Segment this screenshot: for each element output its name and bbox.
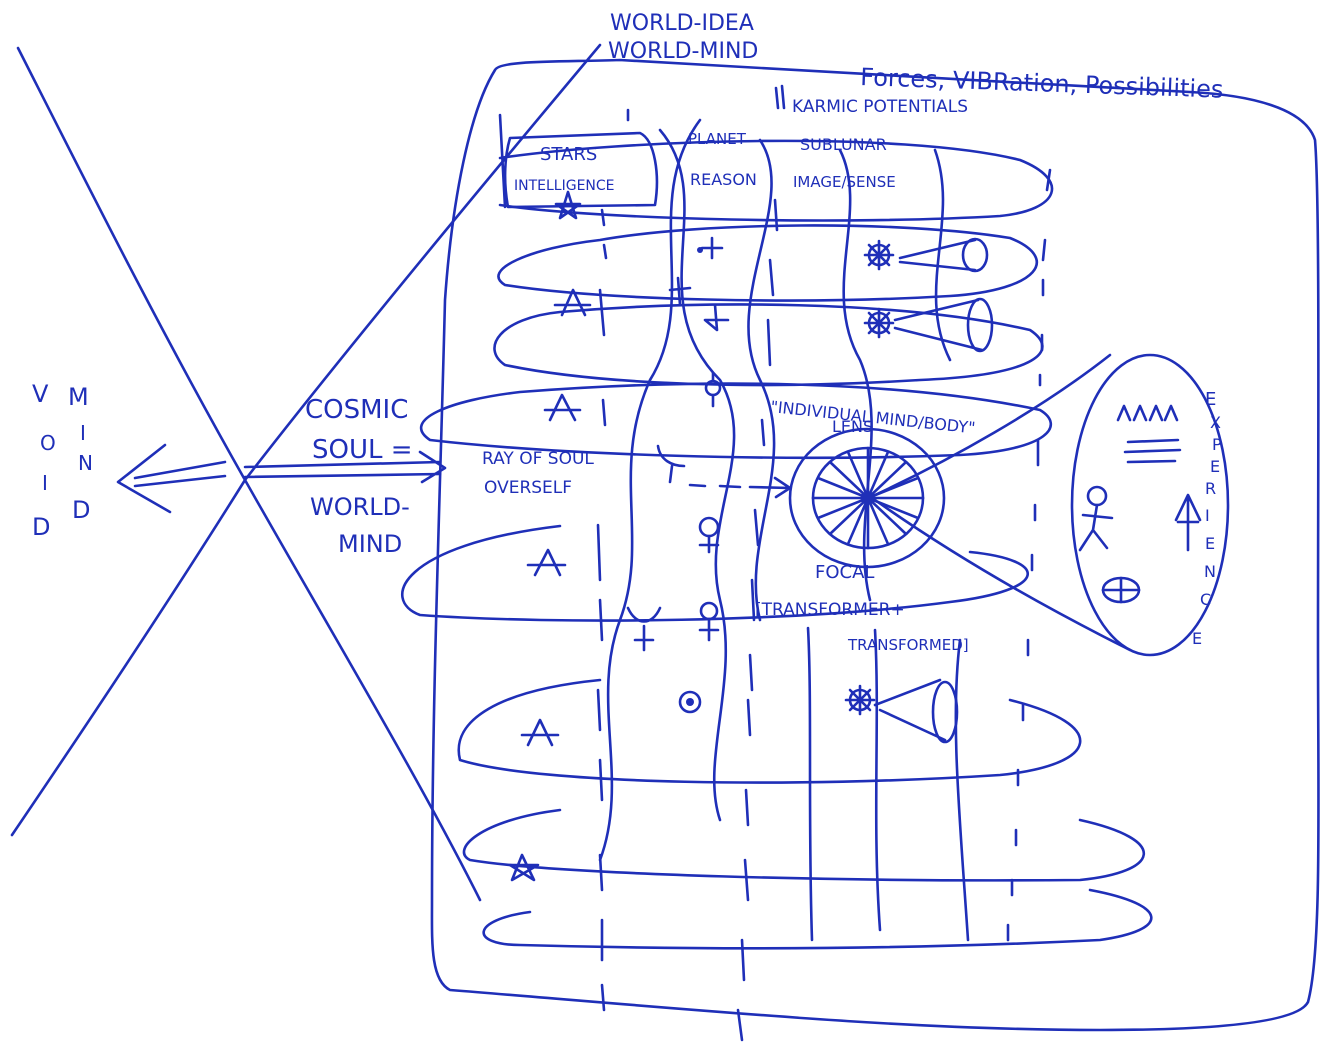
- jupiter-glyph-icon: [702, 238, 722, 258]
- intelligence-label: INTELLIGENCE: [514, 178, 615, 194]
- experience-letter: R: [1205, 479, 1216, 498]
- experience-letter: E: [1205, 534, 1215, 553]
- lens-label: LENS: [832, 417, 873, 436]
- karmic-marker: [776, 86, 784, 108]
- small-stars-in-experience: [1118, 406, 1177, 420]
- cosmic-label: COSMIC: [305, 395, 408, 425]
- experience-letter: E: [1205, 389, 1216, 410]
- transformer-label: [TRANSFORMER+: [755, 600, 905, 620]
- world-idea-label: WORLD-IDEA: [610, 11, 754, 36]
- image-sense-label: IMAGE/SENSE: [793, 173, 896, 191]
- mars-glyph-icon: [705, 305, 728, 330]
- void-letter-d: D: [32, 513, 50, 541]
- experience-letter: X: [1210, 413, 1221, 432]
- upper-left-diagonal: [18, 48, 245, 480]
- mind-letter-i: I: [80, 421, 86, 445]
- reason-label: REASON: [690, 170, 757, 189]
- stick-figure-icon: [1080, 487, 1112, 550]
- void-letter-v: V: [32, 380, 49, 408]
- experience-contents: [1080, 440, 1200, 602]
- ray-of-soul-label: RAY OF SOUL: [482, 449, 594, 469]
- mercury-glyph-icon: [658, 446, 684, 482]
- world-mind-label: WORLD-MIND: [608, 39, 758, 64]
- mind-label: MIND: [338, 530, 402, 558]
- transformed-label: TRANSFORMED]: [847, 636, 969, 654]
- world-label: WORLD-: [310, 493, 410, 521]
- lens-circle-icon: [790, 429, 944, 567]
- mercury-glyph-icon-2: [628, 608, 660, 650]
- experience-letter: C: [1200, 590, 1211, 609]
- stars-label: STARS: [540, 144, 597, 165]
- venus-glyph-icon: [700, 518, 718, 536]
- mind-letter-m: M: [68, 383, 89, 411]
- void-letter-o: O: [40, 431, 56, 455]
- upper-right-diagonal: [245, 45, 600, 480]
- planet-glyphs: [628, 238, 728, 712]
- up-arrow-icon: [1176, 495, 1200, 550]
- mind-letter-d: D: [72, 496, 90, 524]
- experience-letter: I: [1205, 506, 1210, 525]
- void-letter-i: I: [42, 471, 48, 495]
- soul-label: SOUL =: [312, 435, 413, 465]
- experience-letter: N: [1204, 562, 1216, 581]
- experience-letter: E: [1192, 629, 1202, 648]
- void-arrow: [118, 445, 225, 512]
- lens-arrow: [690, 478, 790, 497]
- mind-letter-n: N: [78, 451, 93, 475]
- planet-label: PLANET: [688, 130, 747, 148]
- focal-label: FOCAL: [815, 562, 874, 583]
- sublunar-label: SUBLUNAR: [800, 135, 887, 154]
- vertical-flow-lines: [600, 120, 968, 940]
- experience-letter: E: [1210, 457, 1220, 476]
- experience-letter: P: [1212, 435, 1222, 454]
- overself-label: OVERSELF: [484, 478, 572, 498]
- karmic-label: KARMIC POTENTIALS: [792, 97, 968, 117]
- orbits: [402, 141, 1151, 948]
- eye-icon: [1103, 578, 1139, 602]
